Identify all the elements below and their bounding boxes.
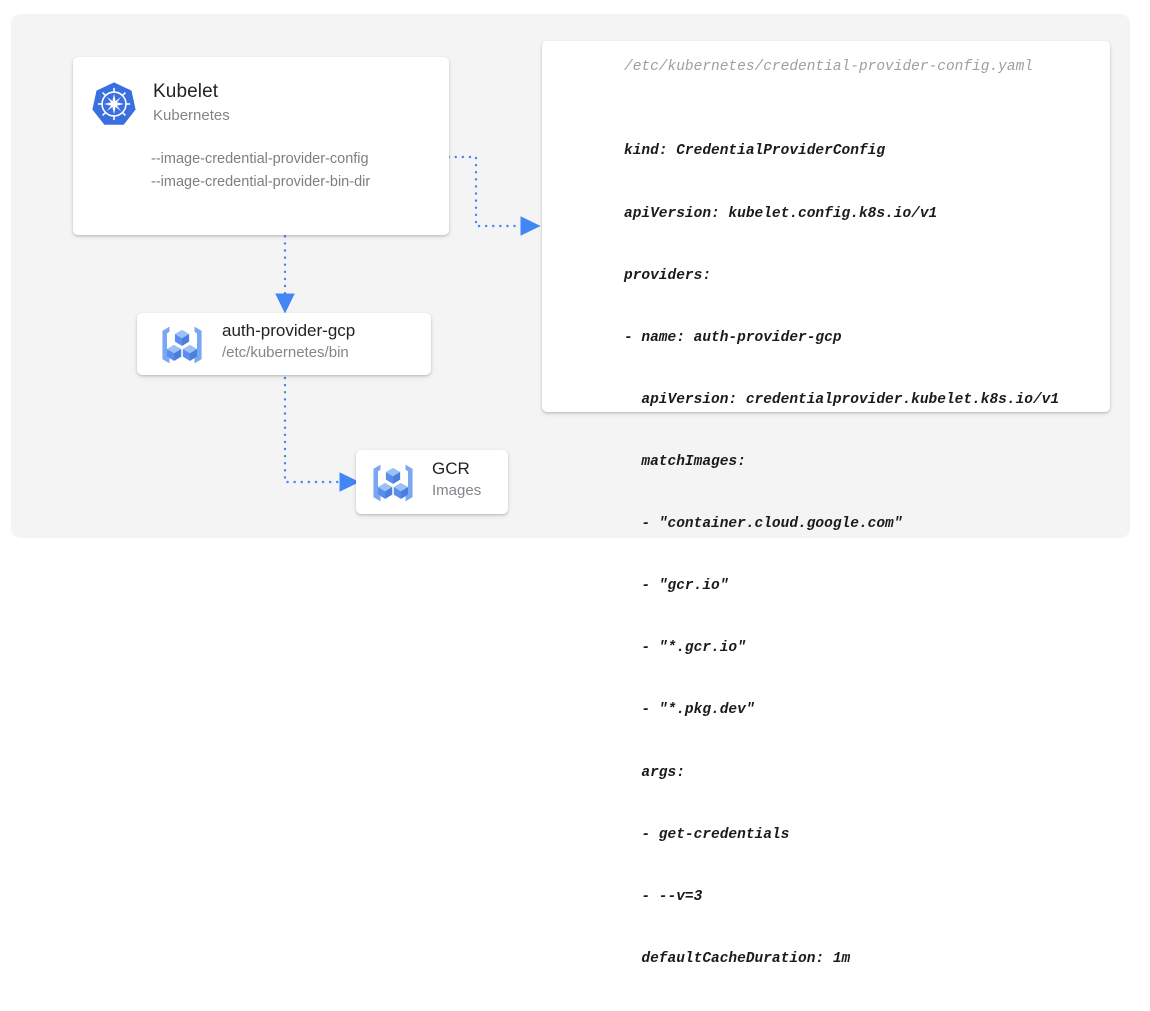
kubelet-subtitle: Kubernetes — [153, 107, 230, 124]
yaml-line: - "container.cloud.google.com" — [624, 516, 903, 533]
yaml-line: - get-credentials — [624, 826, 790, 843]
kubelet-flag-bin-dir: --image-credential-provider-bin-dir — [151, 174, 371, 190]
auth-provider-gcp-card[interactable]: auth-provider-gcp /etc/kubernetes/bin — [137, 313, 431, 375]
diagram-stage: Kubelet Kubernetes --image-credential-pr… — [11, 14, 1130, 967]
yaml-line: defaultCacheDuration: 1m — [624, 950, 851, 967]
kubelet-card[interactable]: Kubelet Kubernetes --image-credential-pr… — [73, 57, 449, 235]
container-registry-icon — [373, 464, 413, 502]
auth-provider-gcp-title: auth-provider-gcp — [222, 321, 356, 340]
yaml-line: - "*.pkg.dev" — [624, 702, 755, 719]
yaml-line: - name: auth-provider-gcp — [624, 329, 842, 346]
yaml-line: - --v=3 — [624, 888, 703, 905]
auth-provider-gcp-subtitle: /etc/kubernetes/bin — [222, 344, 349, 361]
config-file-path: /etc/kubernetes/credential-provider-conf… — [624, 59, 1033, 75]
gcr-title: GCR — [432, 459, 470, 478]
yaml-line: - "gcr.io" — [624, 578, 729, 595]
config-file-contents: kind: CredentialProviderConfig apiVersio… — [624, 100, 1059, 1011]
kubelet-flag-list: --image-credential-provider-config --ima… — [151, 148, 370, 194]
yaml-line: apiVersion: kubelet.config.k8s.io/v1 — [624, 205, 938, 222]
kubernetes-icon — [92, 82, 136, 125]
yaml-line: matchImages: — [624, 453, 746, 470]
yaml-line: - "*.gcr.io" — [624, 640, 746, 657]
yaml-line: providers: — [624, 267, 712, 284]
kubelet-flag-config: --image-credential-provider-config — [151, 151, 369, 167]
container-registry-icon — [162, 326, 202, 364]
kubelet-title: Kubelet — [153, 81, 219, 102]
yaml-line: apiVersion: credentialprovider.kubelet.k… — [624, 391, 1060, 408]
yaml-line: args: — [624, 764, 685, 781]
gcr-subtitle: Images — [432, 482, 482, 499]
yaml-line: kind: CredentialProviderConfig — [624, 143, 886, 160]
gcr-card[interactable]: GCR Images — [356, 450, 508, 514]
credential-provider-config-card[interactable]: /etc/kubernetes/credential-provider-conf… — [542, 41, 1110, 967]
